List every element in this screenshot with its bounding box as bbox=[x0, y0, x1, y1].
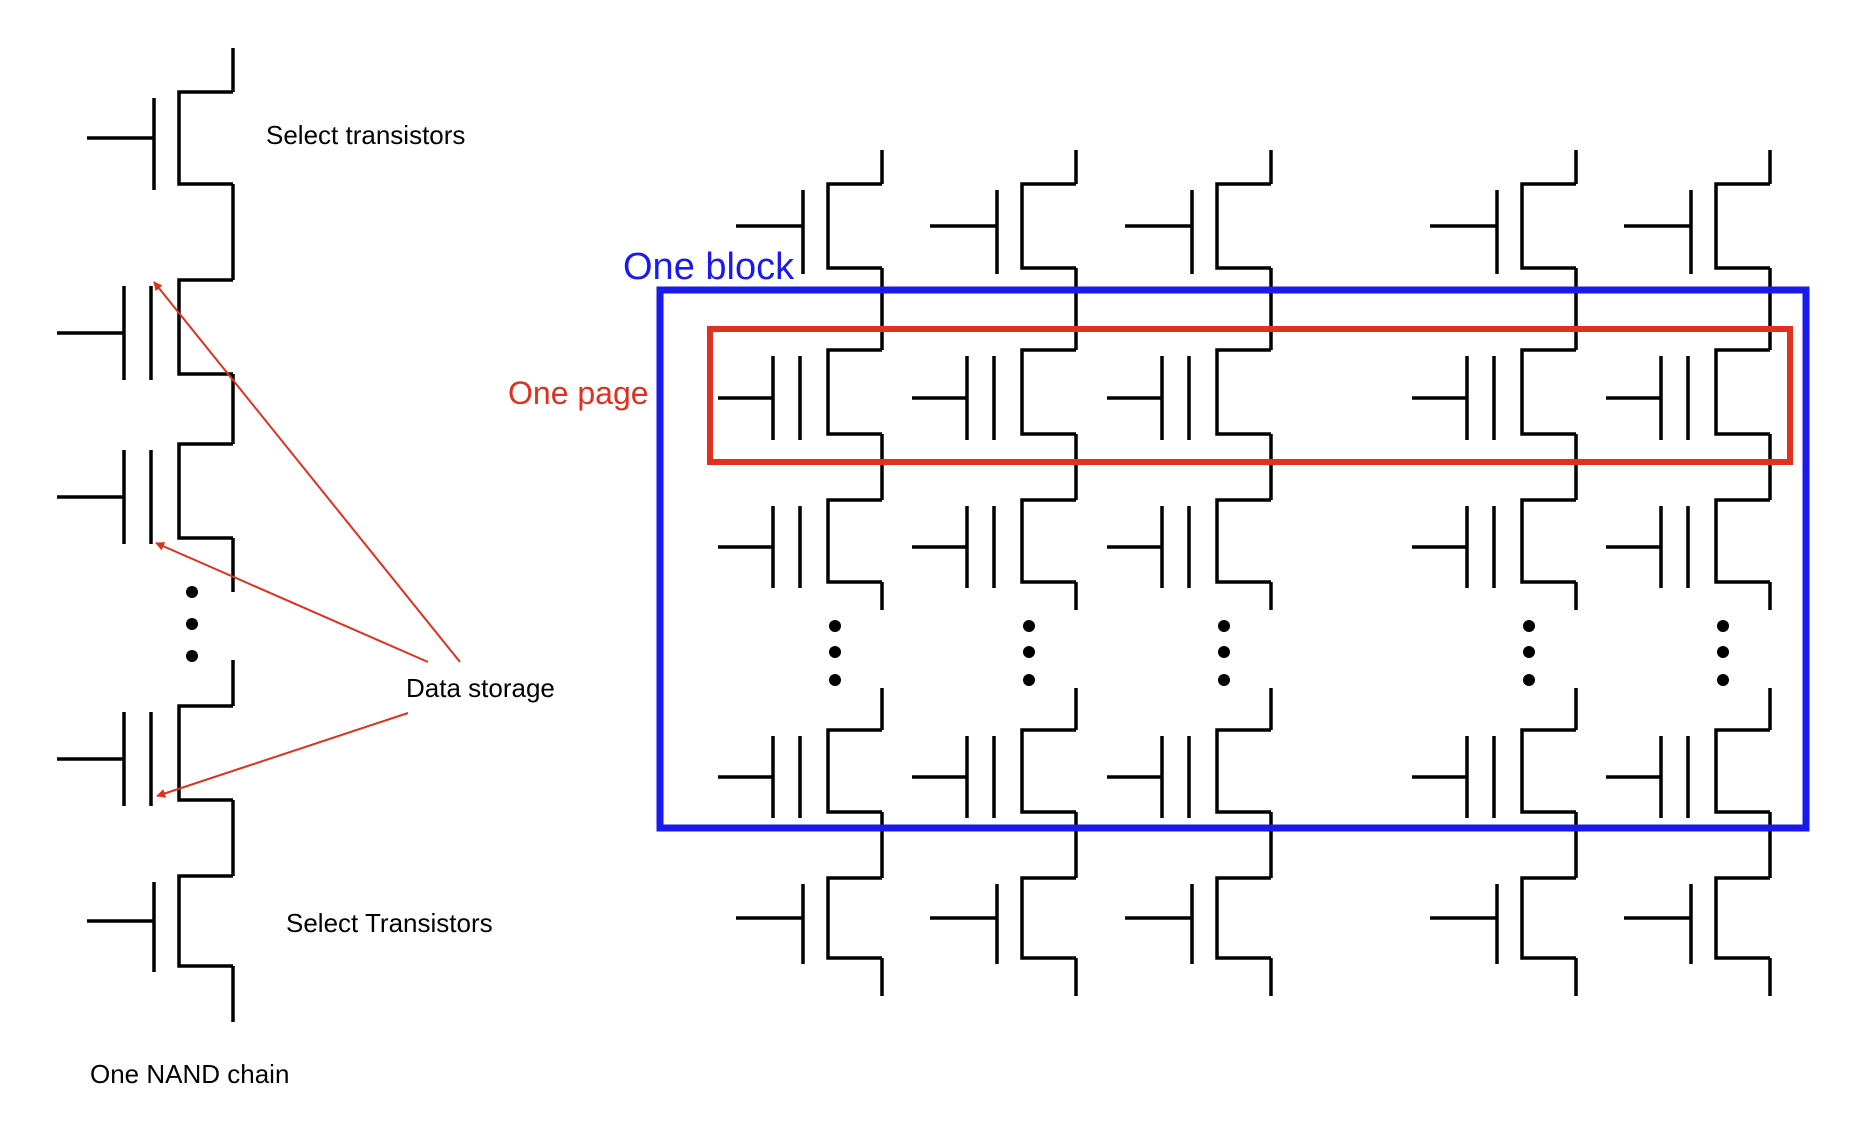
array-col-3-select-top bbox=[1125, 182, 1271, 274]
array-col-1-select-top bbox=[736, 182, 882, 274]
chain-ellipsis-dot-3 bbox=[186, 650, 198, 662]
array-col-1-cell-1 bbox=[718, 348, 882, 440]
array-col-3-ellipsis-dot-1 bbox=[1218, 620, 1230, 632]
array-col-1-cell-2 bbox=[718, 498, 882, 588]
array-col-1-select-bottom-channel bbox=[826, 876, 882, 960]
array-col-2-select-bottom-channel bbox=[1020, 876, 1076, 960]
array-col-5-cell-3-channel bbox=[1714, 728, 1770, 814]
array-col-5-cell-1-channel bbox=[1714, 348, 1770, 436]
chain-cell-2-channel bbox=[177, 442, 233, 540]
array-col-2-ellipsis-dot-3 bbox=[1023, 674, 1035, 686]
array-col-3-ellipsis-dot-2 bbox=[1218, 646, 1230, 658]
array-col-2-ellipsis-dot-2 bbox=[1023, 646, 1035, 658]
one-block-label: One block bbox=[623, 246, 795, 288]
one-block-outline bbox=[656, 286, 1810, 832]
array-col-2-cell-3-channel bbox=[1020, 728, 1076, 814]
nand-chain bbox=[57, 48, 235, 1022]
array-col-5-cell-3 bbox=[1606, 728, 1770, 818]
one-page-label: One page bbox=[508, 375, 649, 411]
array-col-3-cell-3-channel bbox=[1215, 728, 1271, 814]
chain-cell-2 bbox=[57, 442, 233, 544]
chain-ellipsis-dot-1 bbox=[186, 586, 198, 598]
select-transistors-top-label: Select transistors bbox=[266, 120, 465, 150]
array-col-3-select-bottom-channel bbox=[1215, 876, 1271, 960]
array-col-4-cell-2-channel bbox=[1520, 498, 1576, 584]
arrow-to-cell-2 bbox=[155, 542, 429, 663]
array-col-5-ellipsis-dot-3 bbox=[1717, 674, 1729, 686]
data-storage-label: Data storage bbox=[406, 673, 555, 703]
array-col-1-select-bottom bbox=[736, 876, 882, 964]
array-col-3-cell-2 bbox=[1107, 498, 1271, 588]
array-col-3-cell-2-channel bbox=[1215, 498, 1271, 584]
array-col-3-select-bottom bbox=[1125, 876, 1271, 964]
array-col-4-cell-2 bbox=[1412, 498, 1576, 588]
array-col-1-cell-1-channel bbox=[826, 348, 882, 436]
array-col-1-select-top-channel bbox=[826, 182, 882, 270]
array-col-5-select-bottom bbox=[1624, 876, 1770, 964]
array-col-2-cell-2-channel bbox=[1020, 498, 1076, 584]
array-col-3-cell-1 bbox=[1107, 348, 1271, 440]
select-transistors-bottom-label: Select Transistors bbox=[286, 908, 493, 938]
array-col-2-cell-1-channel bbox=[1020, 348, 1076, 436]
array-col-1-cell-3 bbox=[718, 728, 882, 818]
chain-select-bottom bbox=[87, 874, 233, 972]
array-col-2-cell-2 bbox=[912, 498, 1076, 588]
array-col-4-ellipsis-dot-1 bbox=[1523, 620, 1535, 632]
array-col-5-cell-1 bbox=[1606, 348, 1770, 440]
array-col-3-cell-3 bbox=[1107, 728, 1271, 818]
chain-cell-1 bbox=[57, 278, 233, 380]
chain-cell-3 bbox=[57, 704, 233, 806]
array-col-4-cell-3 bbox=[1412, 728, 1576, 818]
array-col-3-select-top-channel bbox=[1215, 182, 1271, 270]
arrow-to-cell-3 bbox=[156, 712, 409, 798]
array-col-5-ellipsis-dot-2 bbox=[1717, 646, 1729, 658]
array-col-4-ellipsis-dot-2 bbox=[1523, 646, 1535, 658]
array-col-4-cell-1-channel bbox=[1520, 348, 1576, 436]
array-col-2-cell-1 bbox=[912, 348, 1076, 440]
chain-select-bottom-channel bbox=[177, 874, 233, 968]
array-col-1-ellipsis-dot-3 bbox=[829, 674, 841, 686]
nand-array bbox=[718, 150, 1772, 996]
array-col-2-select-bottom bbox=[930, 876, 1076, 964]
one-nand-chain-label: One NAND chain bbox=[90, 1059, 289, 1089]
array-col-1-ellipsis-dot-2 bbox=[829, 646, 841, 658]
array-col-4-select-bottom bbox=[1430, 876, 1576, 964]
array-col-3-cell-1-channel bbox=[1215, 348, 1271, 436]
array-col-5-cell-2 bbox=[1606, 498, 1770, 588]
chain-select-top bbox=[87, 90, 233, 190]
arrow-to-cell-1 bbox=[153, 281, 461, 663]
array-col-5-ellipsis-dot-1 bbox=[1717, 620, 1729, 632]
chain-cell-3-channel bbox=[177, 704, 233, 802]
array-col-4-ellipsis-dot-3 bbox=[1523, 674, 1535, 686]
array-col-1-cell-3-channel bbox=[826, 728, 882, 814]
array-col-2-ellipsis-dot-1 bbox=[1023, 620, 1035, 632]
array-col-4-select-top bbox=[1430, 182, 1576, 274]
array-col-2-cell-3 bbox=[912, 728, 1076, 818]
array-col-1-cell-2-channel bbox=[826, 498, 882, 584]
array-col-1-ellipsis-dot-1 bbox=[829, 620, 841, 632]
array-col-4-cell-1 bbox=[1412, 348, 1576, 440]
array-col-2-select-top-channel bbox=[1020, 182, 1076, 270]
array-col-3-ellipsis-dot-3 bbox=[1218, 674, 1230, 686]
array-col-5-select-top bbox=[1624, 182, 1770, 274]
one-page-outline bbox=[707, 326, 1793, 465]
array-col-5-select-top-channel bbox=[1714, 182, 1770, 270]
array-col-5-select-bottom-channel bbox=[1714, 876, 1770, 960]
array-col-5-cell-2-channel bbox=[1714, 498, 1770, 584]
array-col-4-select-top-channel bbox=[1520, 182, 1576, 270]
array-col-2-select-top bbox=[930, 182, 1076, 274]
chain-select-top-channel bbox=[177, 90, 233, 186]
chain-cell-1-channel bbox=[177, 278, 233, 376]
array-col-4-cell-3-channel bbox=[1520, 728, 1576, 814]
array-col-4-select-bottom-channel bbox=[1520, 876, 1576, 960]
data-storage-arrows bbox=[153, 281, 461, 798]
chain-ellipsis-dot-2 bbox=[186, 618, 198, 630]
